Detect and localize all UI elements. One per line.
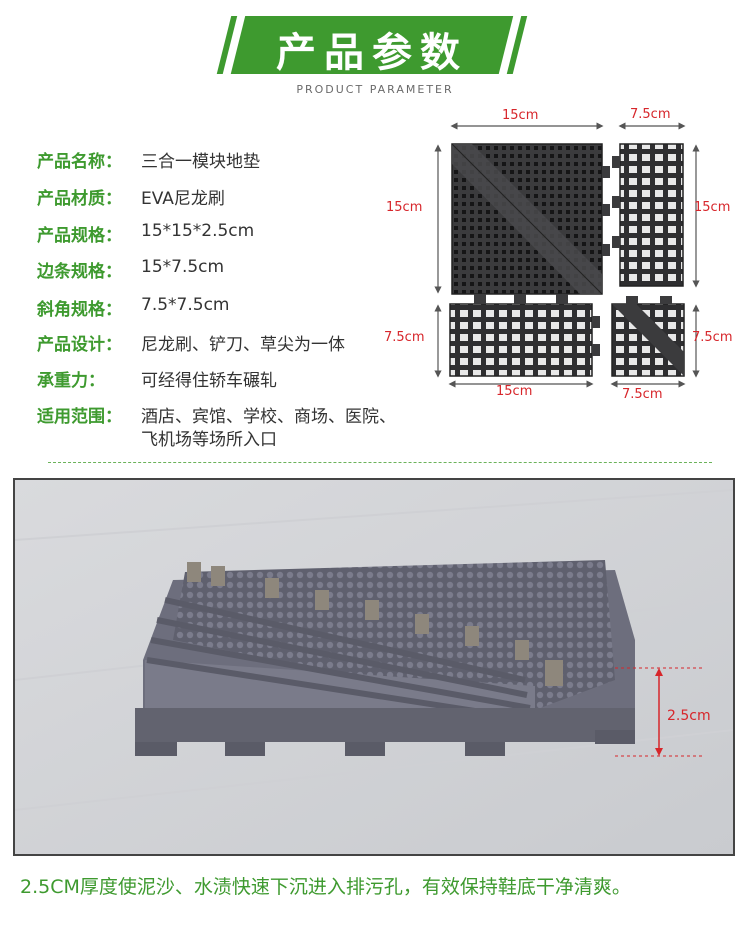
caption-text: 2.5CM厚度使泥沙、水渍快速下沉进入排污孔，有效保持鞋底干净清爽。 [20, 876, 631, 898]
dim-corner-bottom: 7.5cm [622, 387, 663, 402]
dim-corner-right: 7.5cm [692, 330, 733, 345]
dim-main-left: 15cm [386, 200, 423, 215]
product-photo: 2.5cm [13, 478, 735, 856]
section-divider [48, 462, 712, 463]
spec-value: 酒店、宾馆、学校、商场、医院、 [141, 407, 396, 427]
corner-tile [611, 296, 685, 377]
spec-key: 适用范围： [37, 407, 122, 427]
spec-key: 承重力： [37, 371, 105, 391]
dim-bottom-left: 7.5cm [384, 330, 425, 345]
spec-value: 7.5*7.5cm [141, 295, 230, 315]
spec-key: 产品材质： [37, 189, 122, 209]
spec-value-line2: 飞机场等场所入口 [141, 430, 277, 450]
spec-value: 15*15*2.5cm [141, 221, 255, 241]
product-photo-svg [15, 480, 733, 854]
spec-key: 产品名称： [37, 152, 122, 172]
tiles-diagram: 15cm 7.5cm 15cm 15cm 7.5cm 7.5cm 15cm 7.… [380, 104, 733, 408]
spec-value: 15*7.5cm [141, 257, 225, 277]
spec-value: 三合一模块地垫 [141, 152, 260, 172]
spec-key: 产品规格： [37, 226, 122, 246]
spec-value: 尼龙刷、铲刀、草尖为一体 [141, 335, 345, 355]
dim-edge-top: 7.5cm [630, 107, 671, 122]
edge-tile-vertical [612, 143, 684, 287]
dim-bottom-width: 15cm [496, 384, 533, 399]
header-banner: 产品参数 [216, 10, 528, 76]
spec-key: 边条规格： [37, 262, 122, 282]
spec-value: EVA尼龙刷 [141, 189, 225, 209]
spec-key: 斜角规格： [37, 300, 122, 320]
thickness-label: 2.5cm [667, 708, 711, 724]
spec-key: 产品设计： [37, 335, 122, 355]
edge-tile-horizontal [449, 296, 600, 377]
page-title: 产品参数 [276, 30, 468, 76]
tiles-svg [434, 122, 700, 388]
dim-edge-right: 15cm [694, 200, 731, 215]
spec-value: 可经得住轿车碾轧 [141, 371, 277, 391]
dim-main-top: 15cm [502, 108, 539, 123]
main-tile [451, 143, 610, 302]
page-subtitle: PRODUCT PARAMETER [296, 83, 454, 96]
